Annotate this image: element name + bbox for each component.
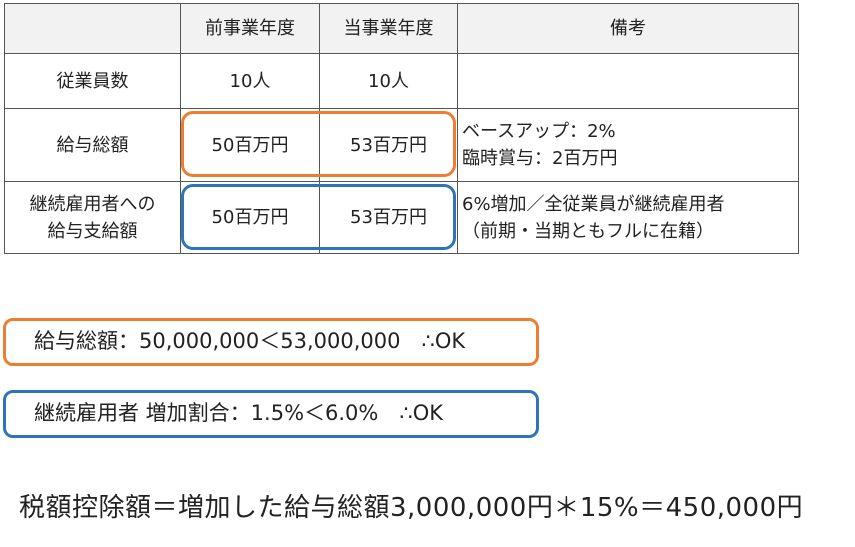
header-empty-cell — [4, 3, 181, 54]
remark-base-up: ベースアップ：2% — [462, 121, 616, 142]
header-current-year: 当事業年度 — [319, 3, 458, 54]
continuing-remarks: 6%増加／全従業員が継続雇用者 （前期・当期ともフルに在籍） — [457, 181, 799, 254]
row-label-continuing: 継続雇用者への 給与支給額 — [4, 181, 181, 254]
remark-full-tenure: （前期・当期ともフルに在籍） — [462, 220, 714, 242]
row-label-employees: 従業員数 — [4, 53, 181, 109]
employees-current: 10人 — [319, 53, 458, 109]
continuing-check-box: 継続雇用者 増加割合：1.5%＜6.0% ∴OK — [3, 390, 539, 438]
continuing-current: 53百万円 — [319, 181, 458, 254]
total-salary-current: 53百万円 — [319, 108, 458, 182]
row-label-continuing-line1: 継続雇用者への — [29, 193, 156, 215]
total-salary-previous: 50百万円 — [180, 108, 320, 182]
orange-highlight-total-salary — [181, 111, 456, 177]
remark-bonus: 臨時賞与：2百万円 — [462, 148, 618, 169]
row-label-total-salary: 給与総額 — [4, 108, 181, 182]
continuing-previous: 50百万円 — [180, 181, 320, 254]
total-salary-check-box: 給与総額：50,000,000＜53,000,000 ∴OK — [3, 318, 539, 366]
table-header-row: 前事業年度 当事業年度 備考 — [4, 3, 799, 54]
tax-credit-formula: 税額控除額＝増加した給与総額3,000,000円＊15%＝450,000円 — [19, 493, 804, 523]
employees-previous: 10人 — [180, 53, 320, 109]
header-previous-year: 前事業年度 — [180, 3, 320, 54]
header-remarks: 備考 — [457, 3, 799, 54]
remark-increase: 6%増加／全従業員が継続雇用者 — [462, 193, 725, 215]
table-row-employees: 従業員数 10人 10人 — [4, 53, 799, 109]
total-salary-remarks: ベースアップ：2% 臨時賞与：2百万円 — [457, 108, 799, 182]
table-row-total-salary: 給与総額 50百万円 53百万円 ベースアップ：2% 臨時賞与：2百万円 — [4, 108, 799, 182]
employees-remarks — [457, 53, 799, 109]
blue-highlight-continuing — [181, 184, 456, 250]
table-row-continuing-employees: 継続雇用者への 給与支給額 50百万円 53百万円 6%増加／全従業員が継続雇用… — [4, 181, 799, 254]
salary-comparison-table: 前事業年度 当事業年度 備考 従業員数 10人 10人 給与総額 50百万円 5… — [4, 3, 799, 254]
row-label-continuing-line2: 給与支給額 — [47, 220, 138, 242]
